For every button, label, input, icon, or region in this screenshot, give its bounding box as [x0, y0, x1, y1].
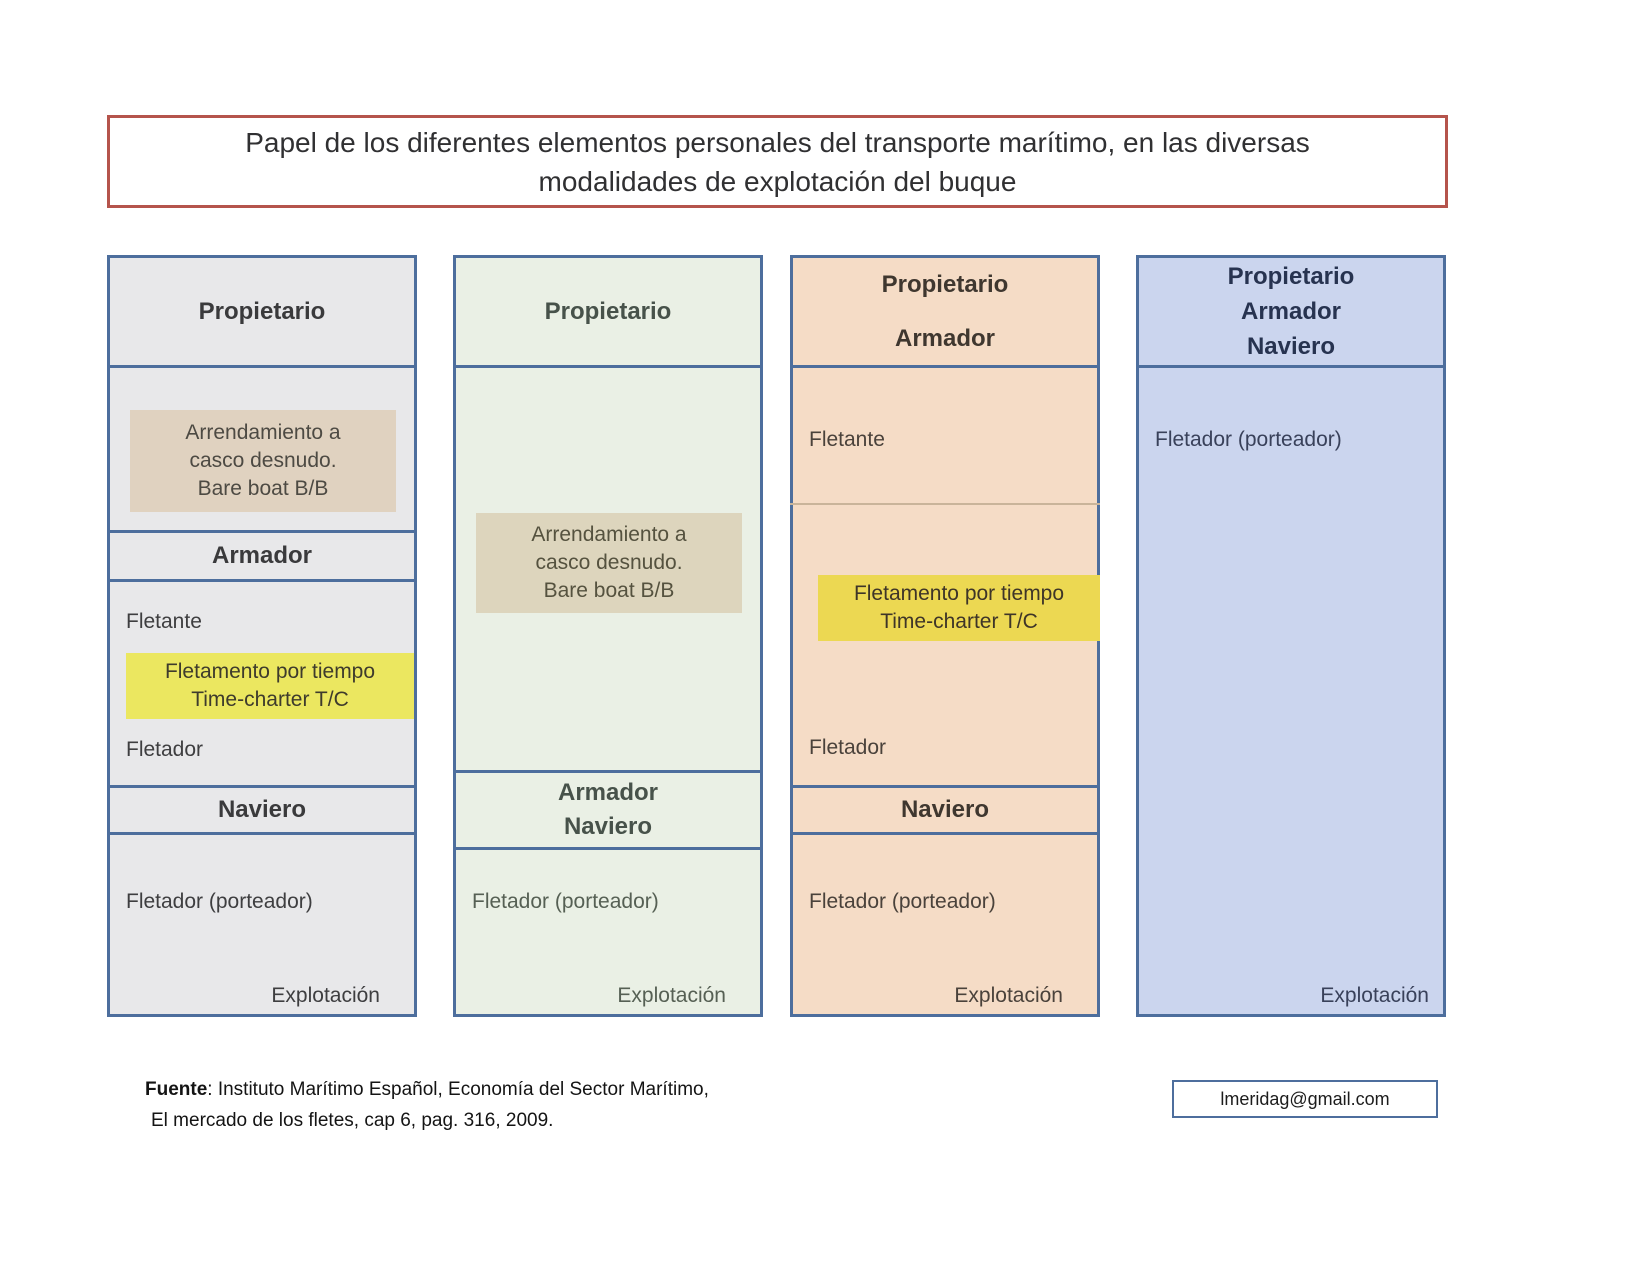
email-box: lmeridag@gmail.com — [1172, 1080, 1438, 1118]
source-line2: El mercado de los fletes, cap 6, pag. 31… — [151, 1110, 554, 1131]
column-1-fletador-porteador-label: Fletador (porteador) — [126, 890, 313, 913]
column-2-armador-label: Armador — [557, 779, 659, 806]
column-3-explotacion-label: Explotación — [954, 984, 1063, 1007]
column-1-naviero-header: Naviero — [107, 785, 417, 835]
email-text: lmeridag@gmail.com — [1220, 1088, 1390, 1109]
source-fuente-label: Fuente — [145, 1079, 208, 1100]
column-3-timecharter-text: Fletamento por tiempo Time-charter T/C — [853, 582, 1065, 633]
column-1-propietario-label: Propietario — [198, 297, 326, 325]
page-title: Papel de los diferentes elementos person… — [245, 126, 1310, 197]
column-3-naviero-label: Naviero — [900, 796, 990, 823]
column-1-armador-label: Armador — [211, 542, 313, 569]
column-2: Propietario Arrendamiento a casco desnud… — [453, 255, 763, 1017]
column-3-naviero-header: Naviero — [790, 785, 1100, 835]
column-2-propietario-header: Propietario — [453, 255, 763, 368]
column-3-propietario-label: Propietario — [881, 270, 1009, 298]
column-2-armador-naviero-header: Armador Naviero — [453, 770, 763, 850]
column-3-fletador-label: Fletador — [809, 736, 887, 759]
column-1-fletante-label: Fletante — [126, 610, 202, 633]
column-1-timecharter-box: Fletamento por tiempo Time-charter T/C — [126, 653, 414, 719]
column-1-fletador-label: Fletador — [126, 738, 204, 761]
column-2-explotacion-label: Explotación — [617, 984, 726, 1007]
column-1-propietario-header: Propietario — [107, 255, 417, 368]
column-2-bareboat-text: Arrendamiento a casco desnudo. Bare boat… — [531, 523, 687, 602]
column-1: Propietario Arrendamiento a casco desnud… — [107, 255, 417, 1017]
column-3: Propietario Armador Fletante Fletamento … — [790, 255, 1100, 1017]
column-4: Propietario Armador Naviero Fletador (po… — [1136, 255, 1446, 1017]
column-4-explotacion-label: Explotación — [1320, 984, 1429, 1007]
column-4-naviero-label: Naviero — [1246, 333, 1336, 360]
column-3-armador-label: Armador — [894, 324, 996, 352]
column-2-bareboat-box: Arrendamiento a casco desnudo. Bare boat… — [476, 513, 742, 613]
source-line1: Fuente: Instituto Marítimo Español, Econ… — [145, 1074, 805, 1105]
column-3-fletador-porteador-label: Fletador (porteador) — [809, 890, 996, 913]
column-4-fletador-porteador-label: Fletador (porteador) — [1155, 428, 1342, 451]
column-4-propietario-label: Propietario — [1227, 263, 1355, 290]
column-1-naviero-label: Naviero — [217, 796, 307, 823]
title-box: Papel de los diferentes elementos person… — [107, 115, 1448, 208]
column-4-armador-label: Armador — [1240, 298, 1342, 325]
column-1-bareboat-box: Arrendamiento a casco desnudo. Bare boat… — [130, 410, 396, 512]
column-3-propietario-armador-header: Propietario Armador — [790, 255, 1100, 368]
column-1-timecharter-text: Fletamento por tiempo Time-charter T/C — [164, 660, 376, 711]
column-3-fletante-label: Fletante — [809, 428, 885, 451]
source-fuente-text: : Instituto Marítimo Español, Economía d… — [207, 1079, 709, 1100]
column-2-naviero-label: Naviero — [563, 813, 653, 840]
column-4-propietario-armador-naviero-header: Propietario Armador Naviero — [1136, 255, 1446, 368]
column-3-section-divider — [790, 503, 1100, 505]
source-note: Fuente: Instituto Marítimo Español, Econ… — [145, 1074, 805, 1136]
column-3-timecharter-box: Fletamento por tiempo Time-charter T/C — [818, 575, 1100, 641]
column-2-fletador-porteador-label: Fletador (porteador) — [472, 890, 659, 913]
column-1-explotacion-label: Explotación — [271, 984, 380, 1007]
column-1-armador-header: Armador — [107, 530, 417, 582]
column-2-propietario-label: Propietario — [544, 297, 672, 325]
column-1-bareboat-text: Arrendamiento a casco desnudo. Bare boat… — [185, 421, 341, 500]
